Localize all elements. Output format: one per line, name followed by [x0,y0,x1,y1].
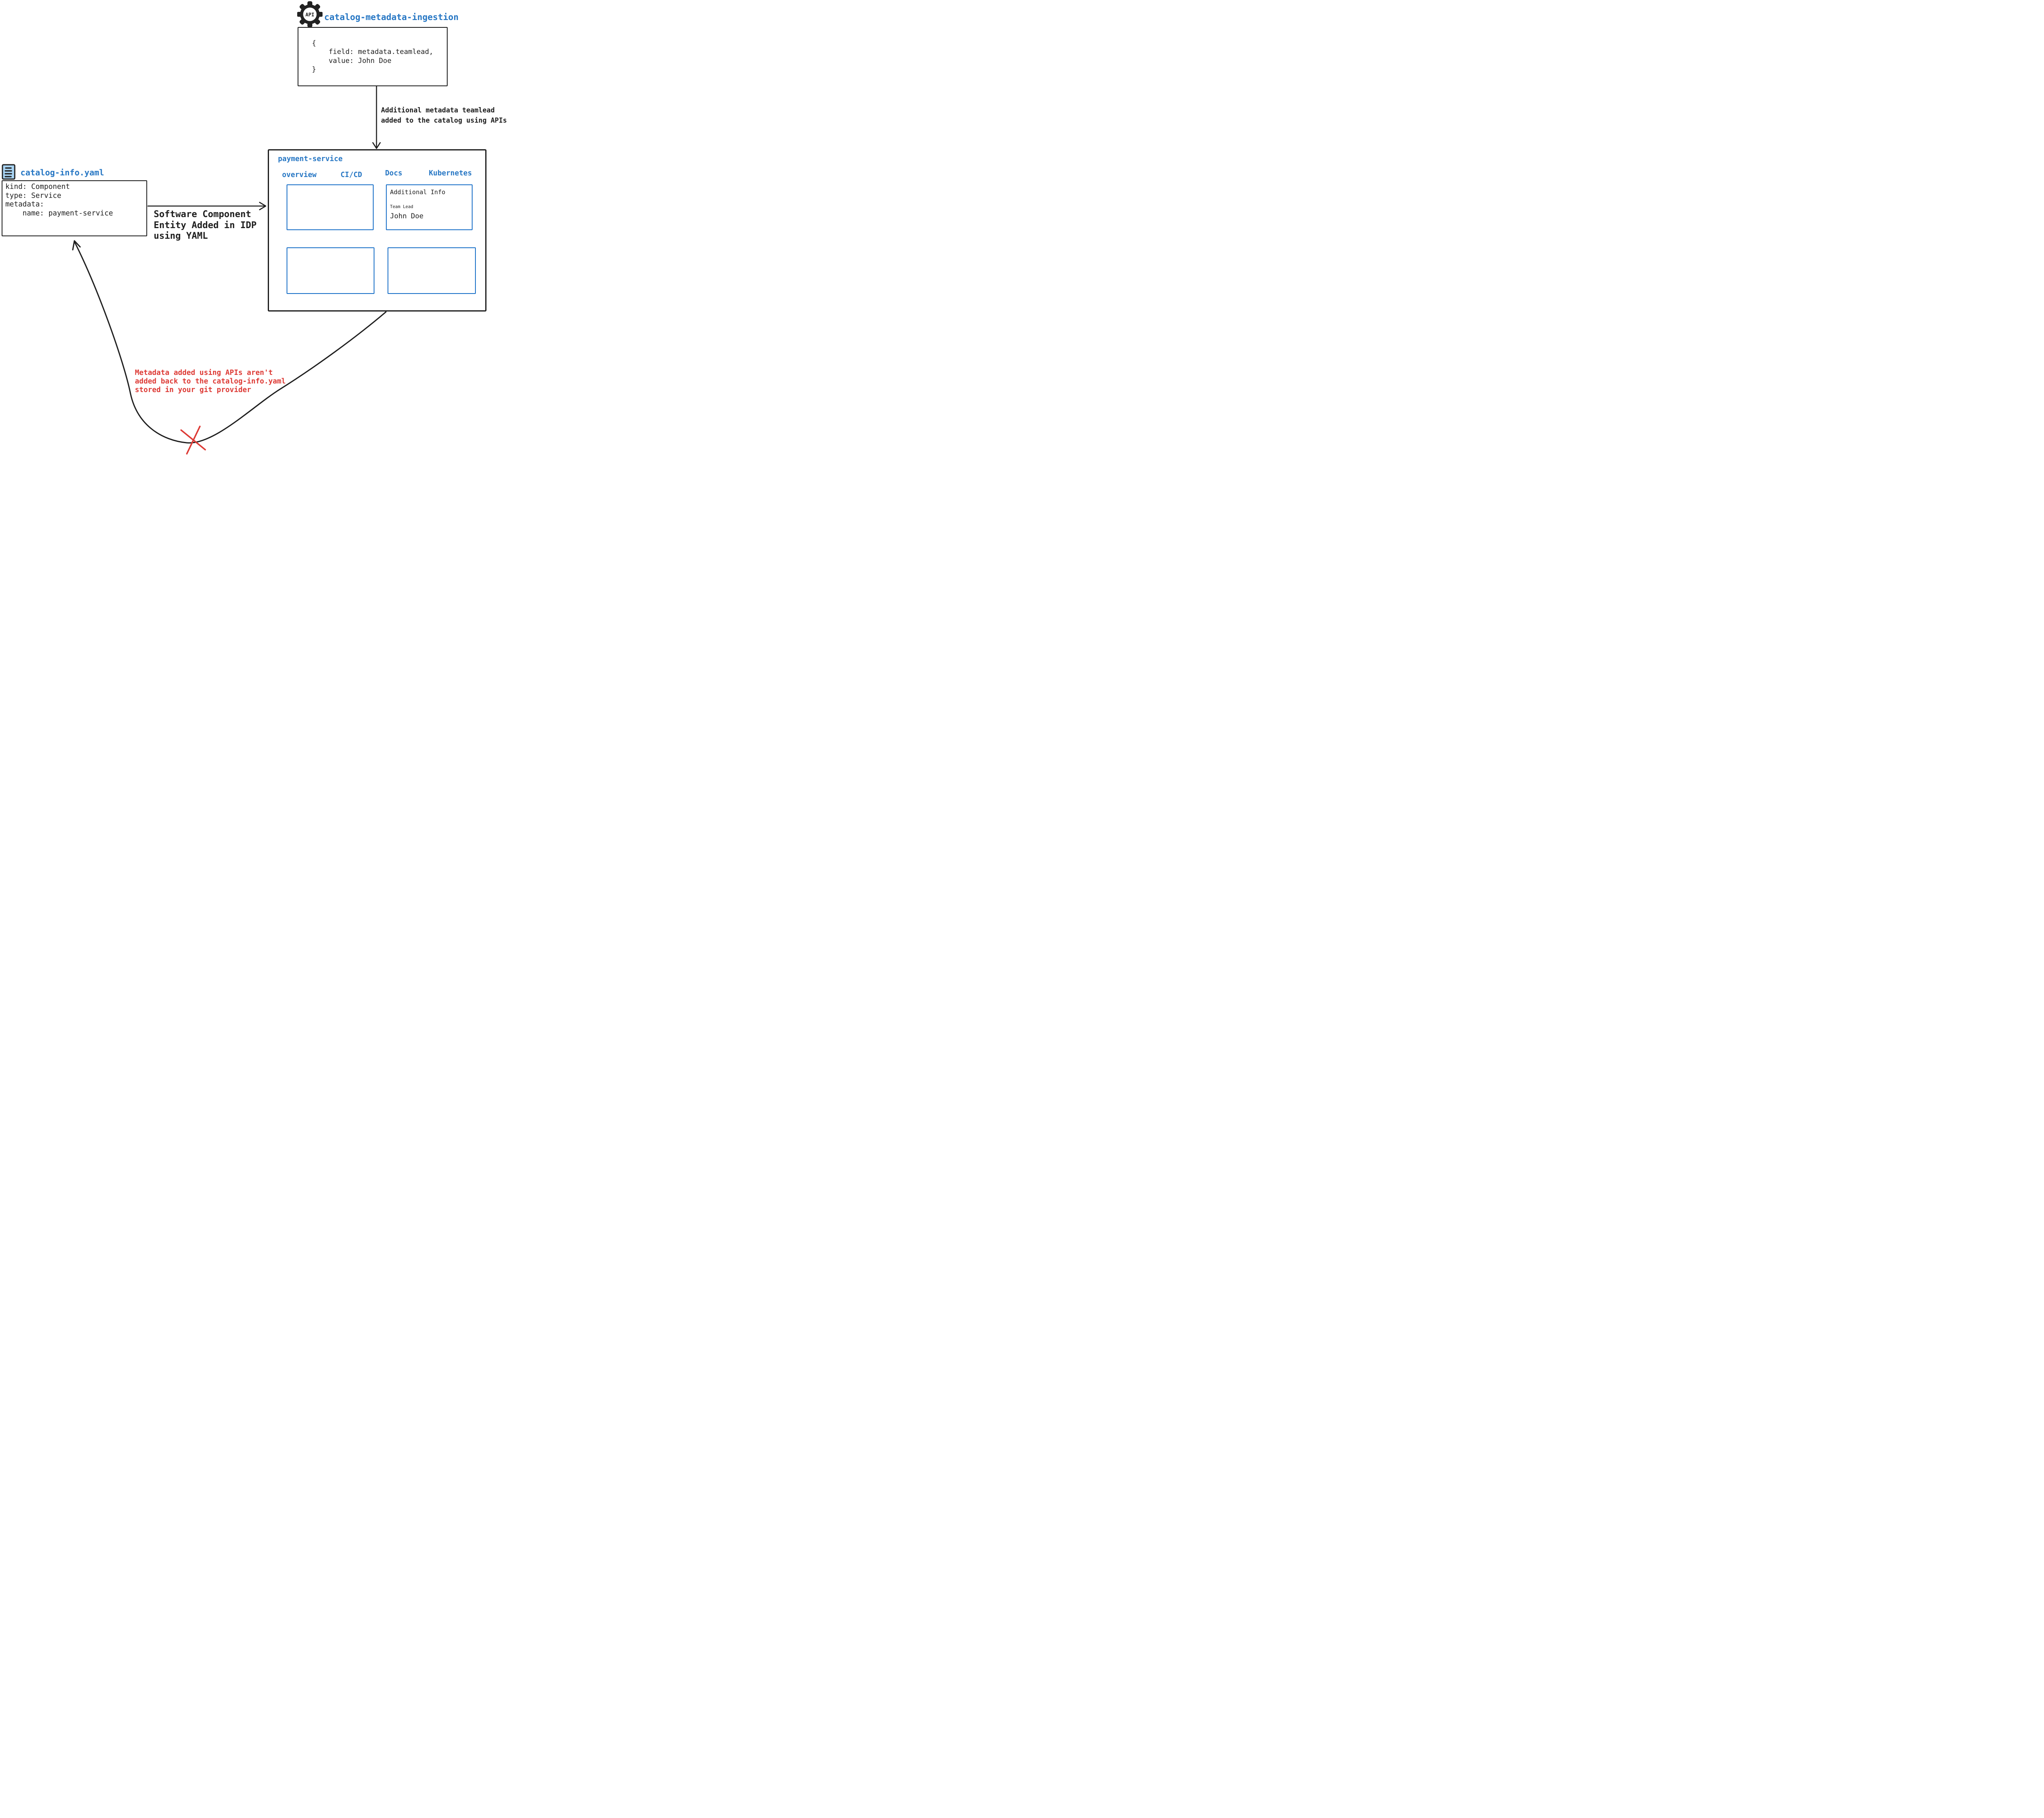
yaml-file-title: catalog-info.yaml [20,168,104,177]
yaml-file-box: kind: Component type: Service metadata: … [2,180,147,236]
tab-kubernetes[interactable]: Kubernetes [429,169,472,177]
idp-window: payment-service overview CI/CD Docs Kube… [268,149,486,312]
tab-docs[interactable]: Docs [385,169,403,177]
api-to-idp-arrow [372,85,381,149]
yaml-arrow-label: Software Component Entity Added in IDP u… [154,209,257,241]
tab-overview[interactable]: overview [282,171,317,179]
panel-placeholder-bottom-left [287,247,374,294]
return-flow-warning-note: Metadata added using APIs aren't added b… [135,369,286,394]
additional-info-title: Additional Info [390,188,446,196]
crossed-out-icon [180,426,206,455]
diagram-canvas: API catalog-metadata-ingestion { field: … [0,0,516,455]
api-payload-code: { field: metadata.teamlead, value: John … [312,39,433,74]
team-lead-label: Team Lead [390,204,413,209]
yaml-file-code: kind: Component type: Service metadata: … [5,183,113,217]
panel-placeholder-bottom-right [388,247,476,294]
yaml-to-idp-arrow [147,202,267,211]
yaml-file-icon [2,164,16,180]
api-payload-box: { field: metadata.teamlead, value: John … [298,27,448,86]
additional-info-card: Additional Info Team Lead John Doe [386,184,473,230]
api-gear-label: API [305,12,314,18]
api-service-title: catalog-metadata-ingestion [324,12,459,22]
overview-panel-placeholder [287,184,374,230]
api-arrow-label: Additional metadata teamlead added to th… [381,106,507,124]
idp-window-title: payment-service [278,155,343,163]
tab-cicd[interactable]: CI/CD [341,171,362,179]
api-gear-icon: API [297,1,323,27]
team-lead-value: John Doe [390,212,424,220]
